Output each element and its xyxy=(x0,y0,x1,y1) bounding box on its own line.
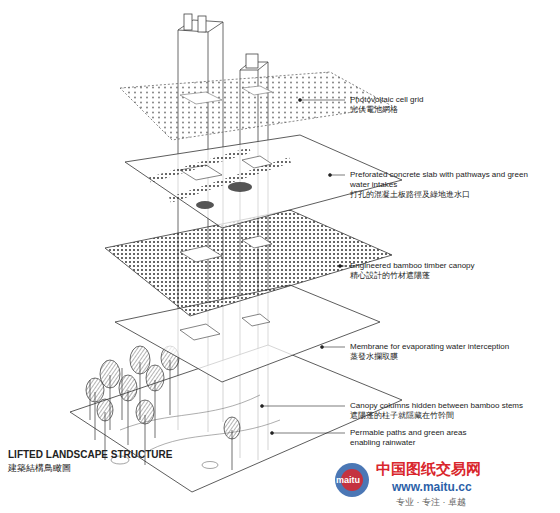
watermark: 专业 · 专注 · 卓越 xyxy=(396,497,556,508)
bamboo-canopy xyxy=(105,210,392,316)
callout-text: Photovoltaic cell grid xyxy=(350,95,550,105)
callout-text: Canopy columns hidden between bamboo ste… xyxy=(350,401,555,411)
watermark: 中国图纸交易网 xyxy=(376,460,556,478)
diagram-title: LIFTED LANDSCAPE STRUCTURE xyxy=(8,449,308,461)
callout-text: Preforated concrete slab with pathways a… xyxy=(350,170,535,189)
callout-text: enabling rainwater xyxy=(350,438,555,448)
callout-text: 遮陽蓬的柱子就隱藏在竹幹間 xyxy=(350,411,555,421)
watermark: www.maitu.cc xyxy=(392,480,552,494)
callout-text: Membrane for evaporating water intercept… xyxy=(350,342,550,352)
callout-text: 光伏電池網格 xyxy=(350,105,550,115)
callout-text: Permable paths and green areas xyxy=(350,428,555,438)
watermark: maitu xyxy=(336,475,376,486)
leader-line xyxy=(261,99,346,435)
callout-text: 打孔的混凝土板路徑及綠地進水口 xyxy=(350,190,550,200)
diagram-caption: 建築結構鳥瞰圖 xyxy=(8,463,308,474)
callout-text: 蒸發水攔取膜 xyxy=(350,352,550,362)
callout-text: Engineered bamboo timber canopy xyxy=(350,261,550,271)
membrane-layer xyxy=(115,285,380,382)
callout-text: 精心設計的竹材遮陽蓬 xyxy=(350,271,550,281)
